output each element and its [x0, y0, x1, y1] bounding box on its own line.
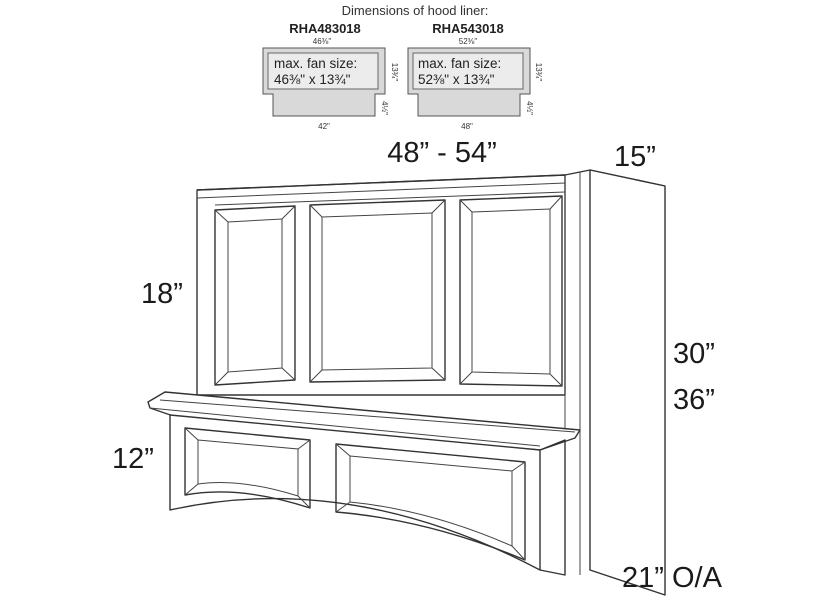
- liner-left-fan-size: 46⅜" x 13¾": [274, 72, 351, 87]
- liner-right-model: RHA543018: [432, 21, 504, 36]
- hood-lower-side: [539, 439, 566, 576]
- liner-left-height-main: 13¾": [390, 63, 399, 82]
- crown-molding: [147, 391, 581, 451]
- liner-left-top-width: 46⅜": [313, 37, 332, 46]
- lower-panel-left-inner: [197, 439, 299, 497]
- hood-side: [589, 169, 666, 596]
- liner-left-bottom-width: 42": [318, 122, 330, 131]
- dim-total-height-a: 30”: [673, 338, 715, 370]
- hood-top-trim-inner: [214, 191, 566, 206]
- dim-upper-height: 18”: [141, 278, 183, 310]
- liner-left-fan-box: [267, 52, 379, 90]
- dim-width: 48” - 54”: [387, 137, 497, 169]
- liner-right-height-main: 13¾": [534, 63, 543, 82]
- liner-left-height-lower: 4½": [380, 101, 389, 115]
- liner-right-fan-size: 52⅜" x 13¾": [418, 72, 495, 87]
- lower-panel-right-bevel: [335, 443, 526, 561]
- dim-depth: 15”: [614, 141, 656, 173]
- hood-drawing: [147, 169, 666, 596]
- dim-total-height-b: 36”: [673, 384, 715, 416]
- dim-overall-depth: 21” O/A: [622, 562, 723, 594]
- dim-lower-height: 12”: [112, 443, 154, 475]
- crown-molding-lines: [149, 399, 576, 447]
- liner-right-top-width: 52⅜": [459, 37, 478, 46]
- liner-right-bottom-width: 48": [461, 122, 473, 131]
- hood-lower-front: [169, 414, 541, 571]
- upper-panel-right-bevel: [459, 195, 563, 387]
- upper-panel-center-bevel: [309, 199, 446, 383]
- upper-panel-left-bevel: [214, 205, 296, 386]
- liner-right-height-lower: 4½": [525, 101, 534, 115]
- liner-left-model: RHA483018: [289, 21, 361, 36]
- liner-right: RHA543018 52⅜" max. fan size: 52⅜" x 13¾…: [407, 21, 543, 131]
- liner-left-fan-label: max. fan size:: [274, 56, 357, 71]
- lower-panel-right-frame: [335, 443, 526, 561]
- hood-top-edge: [196, 174, 566, 191]
- lower-panel-left-bevel: [184, 427, 311, 509]
- liner-right-fan-label: max. fan size:: [418, 56, 501, 71]
- liner-left: RHA483018 46⅜" max. fan size: 46⅜" x 13¾…: [262, 21, 399, 131]
- liner-title: Dimensions of hood liner:: [342, 3, 489, 18]
- lower-panel-right-inner: [349, 455, 513, 547]
- hood-top-trim: [196, 182, 566, 199]
- liner-right-fan-box: [412, 52, 524, 90]
